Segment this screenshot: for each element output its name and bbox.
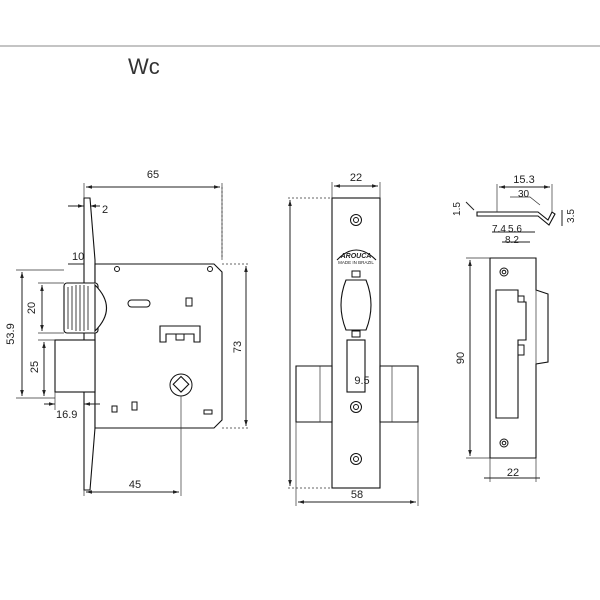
deadbolt <box>54 339 96 393</box>
dim-offset-right: 3.5 <box>566 209 577 223</box>
rivet-slot <box>203 409 213 415</box>
deadbolt-window <box>346 339 366 393</box>
dim-body-height: 73 <box>232 341 244 353</box>
latch-clip <box>351 330 361 338</box>
faceplate-view: AROUCA MADE IN BRAZIL 9.5 22 58 <box>288 172 419 506</box>
slot <box>127 299 151 308</box>
dim-d2: 5.6 <box>508 224 522 235</box>
dim-bolt-projection: 16.9 <box>56 409 77 421</box>
rivet-square <box>131 401 138 411</box>
latch-clip <box>351 270 361 278</box>
lock-body-view: 65 2 10 20 53.9 25 16.9 73 <box>5 169 250 496</box>
dim-backset: 45 <box>129 479 141 491</box>
dim-bolt-height: 25 <box>29 361 41 373</box>
brand-logo: AROUCA <box>340 253 372 260</box>
dim-total-width: 58 <box>351 489 363 501</box>
box-left <box>295 365 333 423</box>
dim-hub-to-bolt: 53.9 <box>5 323 17 344</box>
dim-top-width: 15.3 <box>513 174 534 186</box>
latch-head <box>340 279 372 331</box>
strike-plate-view: 15.3 30 1.5 3.5 7.4 5.6 8.2 90 <box>452 174 577 482</box>
dim-offset: 10 <box>72 251 84 263</box>
spindle-square <box>172 375 190 393</box>
dim-bolt-width: 9.5 <box>354 375 369 387</box>
dim-strike-height: 90 <box>455 352 467 364</box>
rivet <box>114 266 120 272</box>
made-in-label: MADE IN BRAZIL <box>338 260 374 265</box>
dim-lip: 1.5 <box>452 202 463 216</box>
dim-hub-height: 20 <box>26 302 38 314</box>
strike-profile <box>476 211 556 226</box>
dim-d1: 7.4 <box>492 224 506 235</box>
rivet-square <box>111 405 118 413</box>
dim-faceplate-thickness: 2 <box>102 204 108 216</box>
strike-opening <box>495 289 527 419</box>
dim-d3: 8.2 <box>505 235 519 246</box>
rivet <box>207 266 213 272</box>
strike-notch <box>517 344 525 356</box>
model-title: Wc <box>128 54 160 79</box>
dim-angle: 30 <box>518 189 530 200</box>
dim-overall-width: 65 <box>147 169 159 181</box>
latch-cylinder <box>63 282 99 334</box>
bracket-notch <box>175 333 185 341</box>
latch-tip <box>94 283 108 333</box>
lock-case <box>94 263 223 429</box>
small-square <box>185 297 193 307</box>
dim-plate-width: 22 <box>350 172 362 184</box>
dim-strike-width: 22 <box>507 467 519 479</box>
box-right <box>379 365 419 423</box>
brand-arc <box>336 249 377 261</box>
strike-notch <box>517 295 525 303</box>
